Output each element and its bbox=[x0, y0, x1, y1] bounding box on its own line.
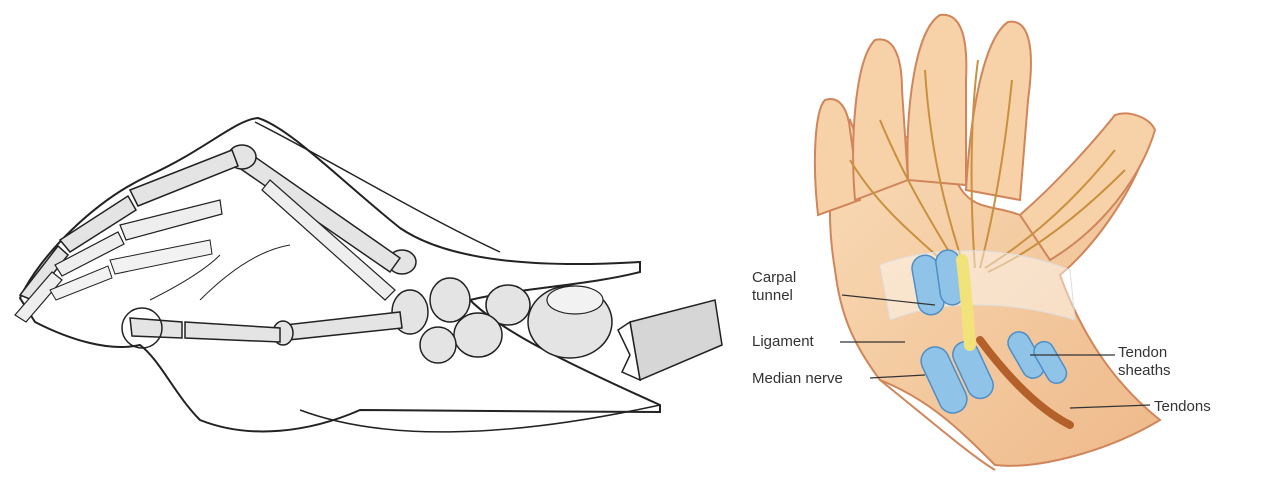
hand-skin bbox=[815, 15, 1160, 470]
label-ligament: Ligament bbox=[752, 333, 815, 350]
skeletal-hand-illustration bbox=[0, 0, 730, 484]
carpal-tunnel-diagram: Carpal tunnel Ligament Median nerve Tend… bbox=[730, 0, 1268, 484]
skeletal-hand-drawing bbox=[0, 0, 730, 484]
label-tendon-sheaths-line1: Tendon bbox=[1118, 344, 1167, 361]
label-carpal-tunnel-line2: tunnel bbox=[752, 287, 793, 304]
label-median-nerve: Median nerve bbox=[752, 370, 843, 387]
carpal-tunnel-illustration: Carpal tunnel Ligament Median nerve Tend… bbox=[730, 0, 1268, 484]
median-nerve bbox=[962, 260, 970, 345]
label-tendon-sheaths-line2: sheaths bbox=[1118, 362, 1171, 379]
label-carpal-tunnel-line1: Carpal bbox=[752, 269, 796, 286]
hand-outline bbox=[20, 118, 660, 431]
forearm-bone bbox=[618, 300, 722, 380]
label-tendons: Tendons bbox=[1154, 398, 1211, 415]
